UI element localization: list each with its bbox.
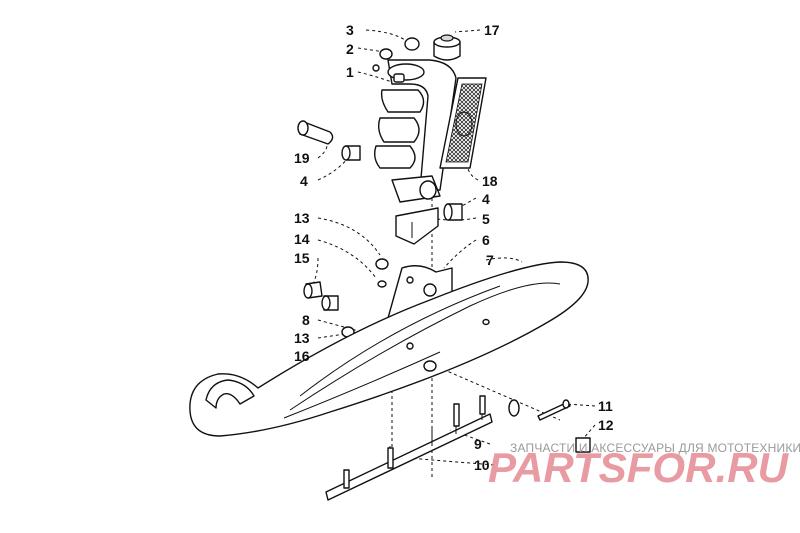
pin-11-bushing-12 <box>508 399 591 453</box>
label-2: 2 <box>346 41 354 57</box>
label-19: 19 <box>294 150 310 166</box>
label-3: 3 <box>346 22 354 38</box>
label-17: 17 <box>484 22 500 38</box>
label-4-lower: 4 <box>482 191 490 207</box>
small-parts-1-2-3 <box>372 37 420 83</box>
label-14: 14 <box>294 231 310 247</box>
label-12: 12 <box>598 417 614 433</box>
label-6: 6 <box>482 232 490 248</box>
watermark-tagline: ЗАПЧАСТИ И АКСЕССУАРЫ ДЛЯ МОТОТЕХНИКИ <box>510 441 800 455</box>
label-15: 15 <box>294 250 310 266</box>
label-4-upper: 4 <box>300 173 308 189</box>
cap-nut-17 <box>433 34 461 61</box>
steering-post <box>373 59 457 191</box>
label-8: 8 <box>302 312 310 328</box>
spindle-bracket-6 <box>387 265 453 325</box>
handle-grip-19 <box>297 120 361 161</box>
label-10: 10 <box>474 457 490 473</box>
label-16: 16 <box>294 348 310 364</box>
label-1: 1 <box>346 64 354 80</box>
clamp-block-4-5 <box>391 175 463 245</box>
callout-labels: 3 2 1 17 19 4 18 4 5 6 7 13 14 15 8 13 1… <box>294 22 614 473</box>
label-5: 5 <box>482 211 490 227</box>
studs-10 <box>343 395 486 489</box>
watermark-logo: PARTSFOR.RU <box>488 444 790 491</box>
label-13-upper: 13 <box>294 210 310 226</box>
ski-7 <box>189 261 589 437</box>
label-18: 18 <box>482 173 498 189</box>
label-9: 9 <box>474 436 482 452</box>
wear-bar-9 <box>325 398 493 501</box>
label-13-lower: 13 <box>294 330 310 346</box>
grip-pad-18 <box>439 77 487 169</box>
watermark: ЗАПЧАСТИ И АКСЕССУАРЫ ДЛЯ МОТОТЕХНИКИ PA… <box>488 441 800 491</box>
label-7: 7 <box>486 252 494 268</box>
label-11: 11 <box>598 398 613 414</box>
